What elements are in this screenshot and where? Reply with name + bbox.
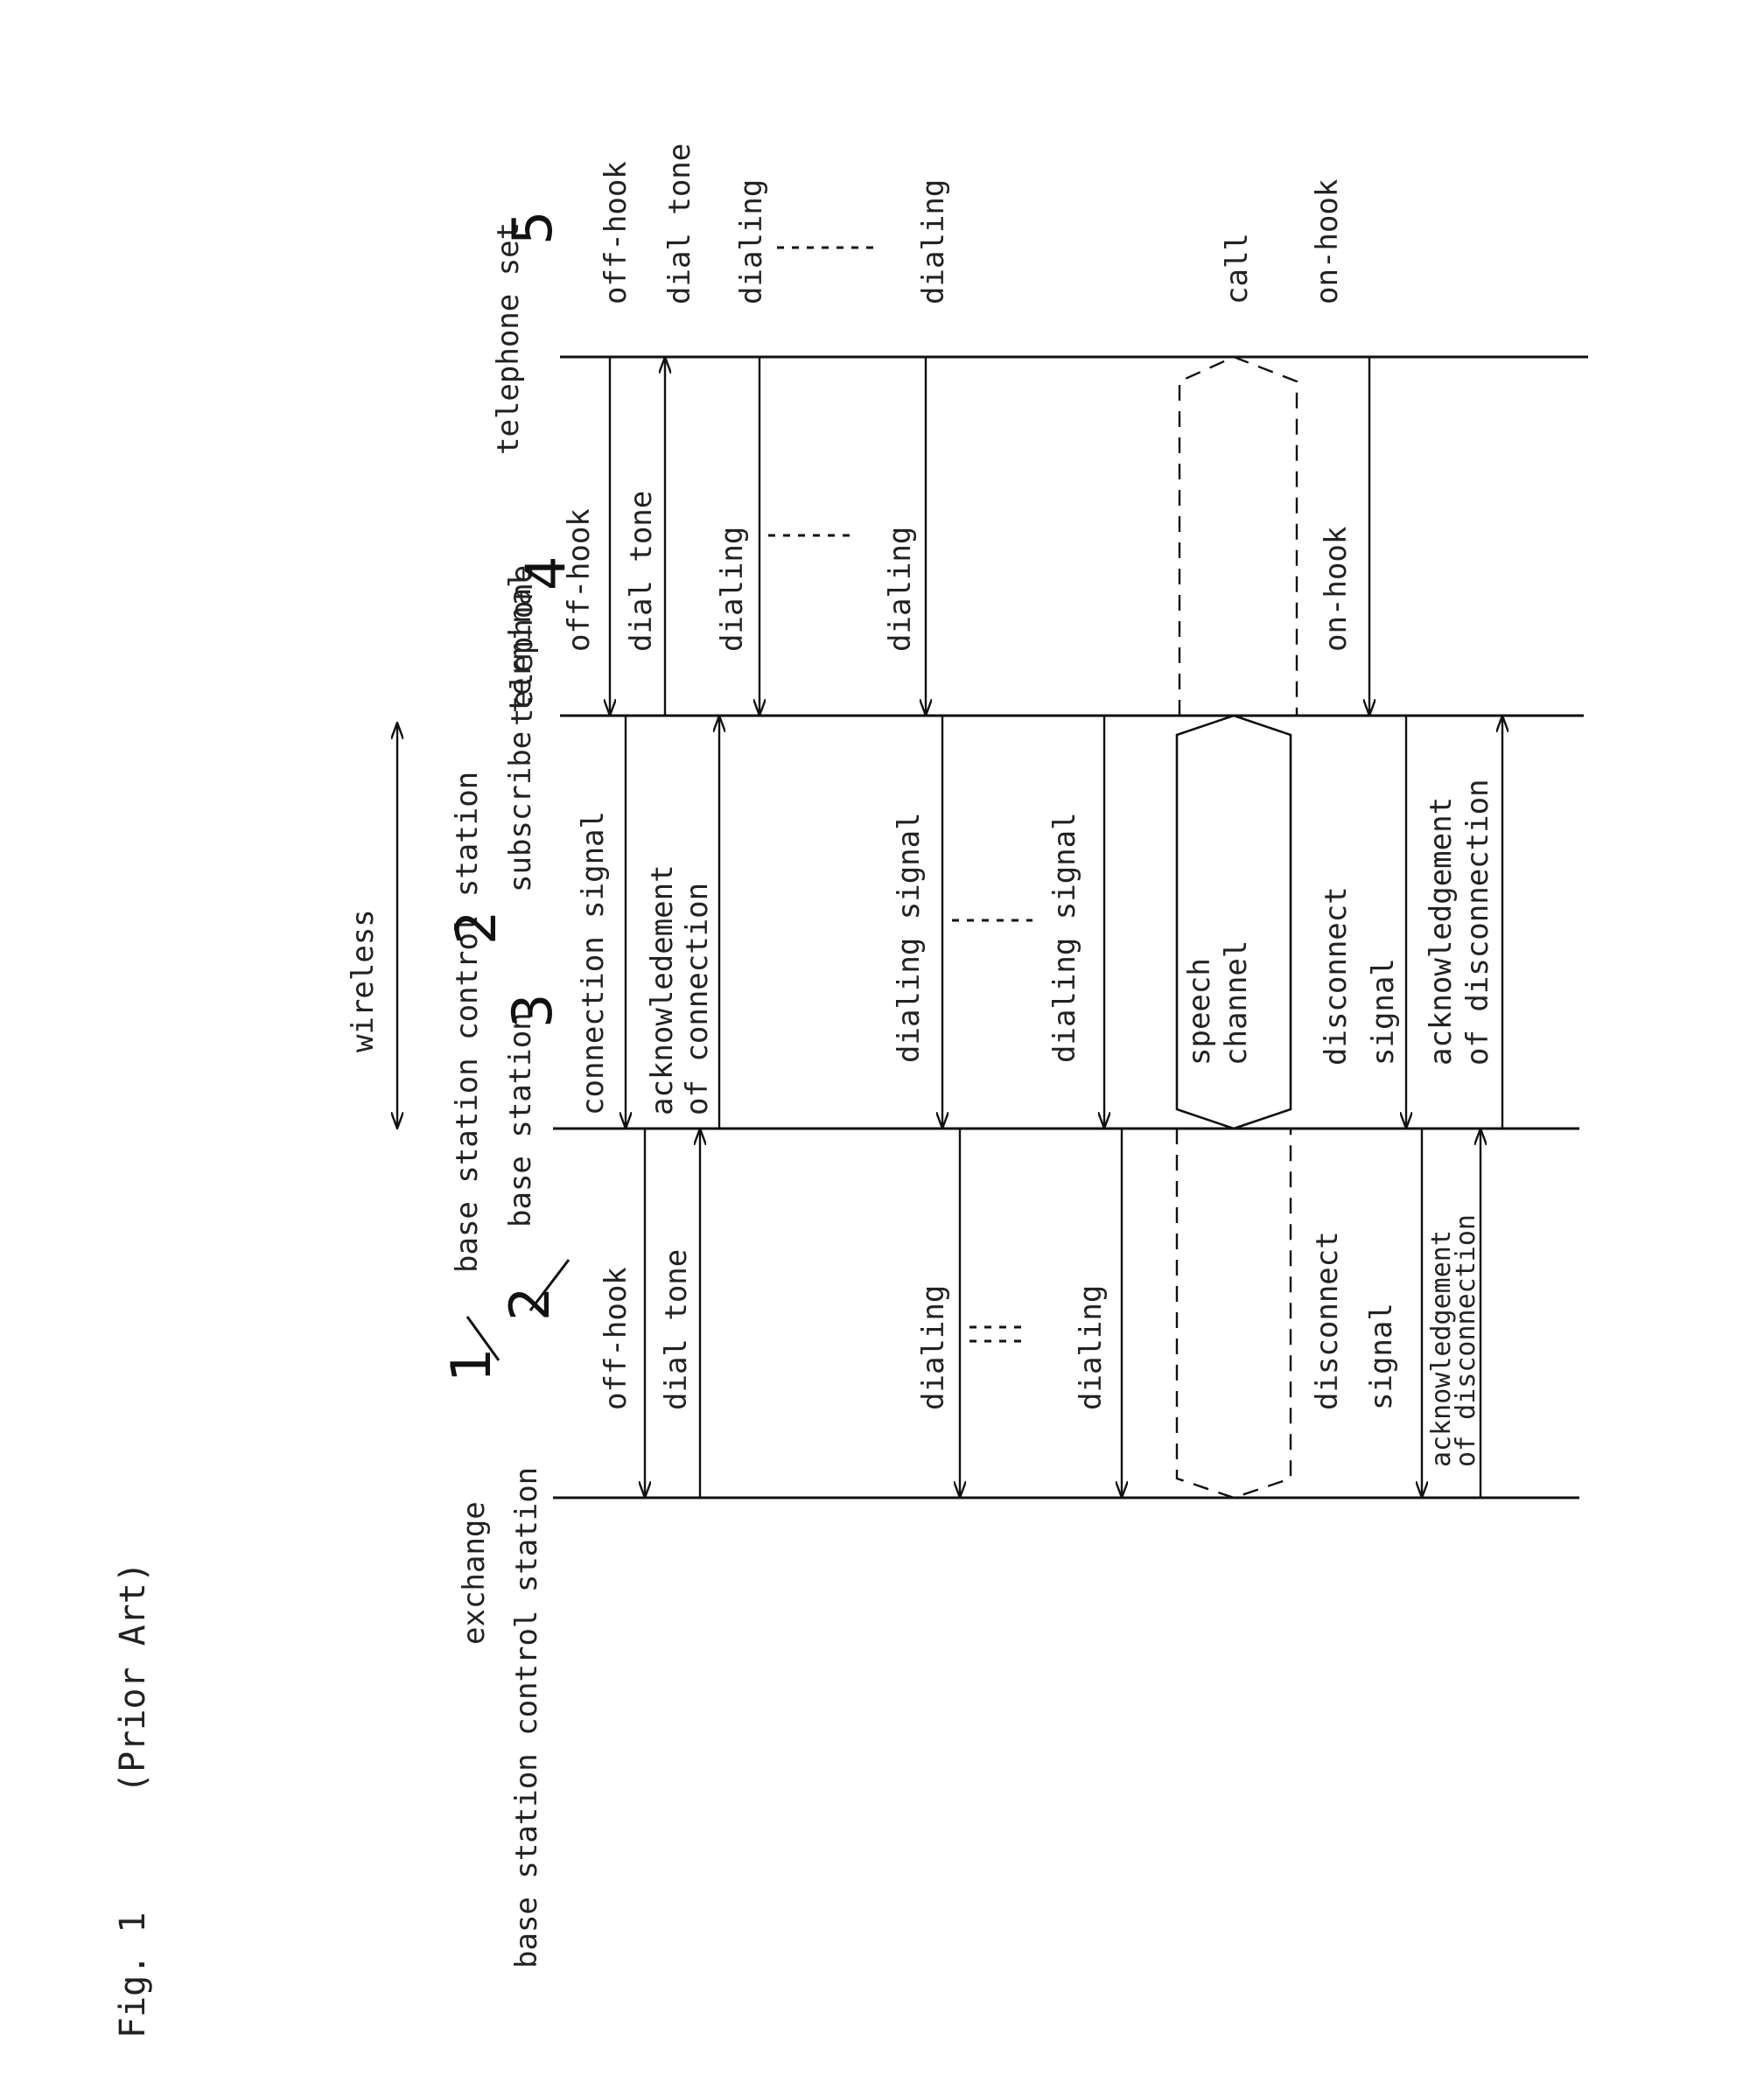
lane-c-messages: off-hook dial tone dialing dialing on-ho…	[562, 355, 1369, 716]
figure-subtitle: (Prior Art)	[113, 1562, 153, 1793]
label-dialing-1-d: dialing	[734, 179, 769, 304]
label-connection-signal-b: connection signal	[576, 811, 611, 1115]
entity-subscriber-terminal: subscribe terminal	[503, 570, 538, 892]
label-off-hook-d: off-hook	[598, 161, 634, 304]
label-dialing-signal-1-b: dialing signal	[892, 812, 927, 1063]
label-ack-connection-b-2: of connection	[680, 883, 715, 1115]
label-on-hook-d: on-hook	[1310, 179, 1345, 304]
entity-base-station: base station	[503, 1012, 538, 1227]
numeral-3: 3	[500, 994, 564, 1028]
label-dialing-2-d: dialing	[916, 179, 951, 304]
label-disconnect-b-2: signal	[1366, 958, 1401, 1066]
label-call-d: call	[1220, 233, 1255, 304]
figure-title: Fig. 1	[113, 1912, 153, 2039]
numeral-4: 4	[514, 556, 578, 591]
speech-path-a	[1175, 1129, 1292, 1499]
label-dial-tone-c: dial tone	[624, 491, 659, 652]
label-speech-channel-b-1: speech	[1182, 958, 1217, 1066]
lane-b-messages: connection signal acknowledement of conn…	[576, 714, 1502, 1130]
label-speech-channel-b-2: channel	[1219, 940, 1254, 1066]
label-ack-disconnection-a-1: acknowledgement	[1426, 1230, 1457, 1467]
label-dialing-2-c: dialing	[883, 527, 918, 652]
label-disconnect-a-2: signal	[1364, 1303, 1399, 1410]
entity-base-station-control-station-2: base station control station	[450, 772, 485, 1273]
entity-base-station-control-station: base station control station	[509, 1467, 544, 1968]
label-ack-disconnection-b-1: acknowledgement	[1424, 797, 1459, 1066]
label-ack-connection-b-1: acknowledement	[645, 864, 680, 1115]
speech-path-c	[1178, 355, 1298, 716]
label-dial-tone-a: dial tone	[659, 1249, 694, 1410]
entity-labels: exchange base station control station ba…	[346, 222, 544, 1968]
speech-channel-b	[1175, 714, 1292, 1130]
label-dialing-1-a: dialing	[916, 1285, 951, 1410]
lane-a-messages: off-hook dial tone dialing dialing disco…	[598, 1129, 1481, 1499]
label-dialing-signal-2-b: dialing signal	[1047, 812, 1082, 1063]
figure-title-group: Fig. 1 (Prior Art)	[113, 1562, 153, 2038]
label-dialing-2-a: dialing	[1074, 1285, 1109, 1410]
label-dialing-1-c: dialing	[715, 527, 750, 652]
numeral-5: 5	[500, 211, 564, 245]
numeral-2b: 2	[444, 911, 508, 945]
reference-numerals: 1 2 2 3 4 5	[439, 211, 578, 1382]
entity-wireless: wireless	[346, 909, 381, 1052]
numeral-2a: 2	[498, 1287, 562, 1321]
entity-telephone: telephone	[505, 565, 540, 726]
label-off-hook-c: off-hook	[562, 508, 597, 652]
label-off-hook-a: off-hook	[598, 1267, 634, 1410]
label-disconnect-b-1: disconnect	[1319, 886, 1354, 1066]
label-disconnect-a-1: disconnect	[1310, 1231, 1345, 1410]
label-ack-disconnection-b-2: of disconnection	[1460, 779, 1495, 1066]
label-on-hook-c: on-hook	[1319, 527, 1354, 652]
entity-exchange: exchange	[457, 1501, 492, 1645]
label-dial-tone-d: dial tone	[662, 143, 697, 304]
lane-d-labels: off-hook dial tone dialing dialing call …	[598, 143, 1345, 304]
label-ack-disconnection-a-2: of disconnection	[1451, 1214, 1481, 1467]
entity-telephone-set: telephone set	[491, 222, 526, 455]
